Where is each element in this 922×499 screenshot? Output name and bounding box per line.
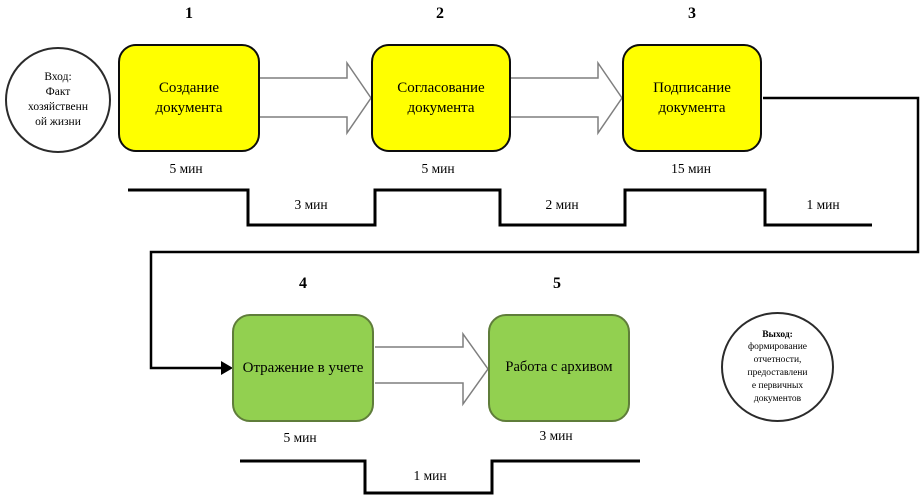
step-4-label: Отражение в учете (242, 359, 364, 376)
input-node-text: ой жизни (35, 115, 81, 128)
connector-step3-to-step4 (149, 96, 920, 370)
step-1-number: 1 (185, 5, 193, 22)
step-2-label: Согласование документа (397, 79, 485, 116)
step-1-box: Создание документа (118, 44, 260, 152)
step-5-box: Работа с архивом (488, 314, 630, 422)
idle-duration-2-3: 2 мин (545, 197, 579, 212)
flow-arrow-step4-step5 (375, 331, 489, 407)
step-3-label: Подписание документа (653, 79, 731, 116)
output-node-text: формирование (747, 342, 808, 353)
arrowhead-icon (221, 361, 233, 375)
step-4-number: 4 (299, 275, 307, 292)
step-5-label: Работа с архивом (505, 359, 613, 376)
step-4-box: Отражение в учете (232, 314, 374, 422)
flow-arrow-step1-step2 (260, 60, 372, 136)
timeline-top-row (128, 188, 872, 227)
idle-duration-after-3: 1 мин (806, 197, 840, 212)
step-4-duration: 5 мин (283, 430, 317, 445)
output-node: Выход: формирование отчетности, предоста… (721, 312, 834, 422)
output-node-text: Выход: (762, 329, 793, 340)
step-5-duration: 3 мин (539, 428, 573, 443)
step-1-label: Создание документа (155, 79, 223, 116)
output-node-text: документов (753, 393, 802, 404)
input-node-text: Вход: (44, 71, 72, 84)
flow-arrow-step2-step3 (511, 60, 623, 136)
step-1-duration: 5 мин (169, 161, 203, 176)
output-node-text: предоставлени (747, 368, 808, 378)
input-node: Вход: Факт хозяйственн ой жизни (5, 47, 111, 153)
output-node-text: е первичных (751, 380, 804, 391)
step-3-box: Подписание документа (622, 44, 762, 152)
timeline-bottom-row (240, 459, 640, 495)
step-3-duration: 15 мин (671, 161, 711, 176)
step-2-box: Согласование документа (371, 44, 511, 152)
output-node-text: отчетности, (753, 355, 802, 366)
step-2-number: 2 (436, 5, 444, 22)
input-node-text: хозяйственн (28, 101, 88, 113)
step-2-duration: 5 мин (421, 161, 455, 176)
idle-duration-1-2: 3 мин (294, 197, 328, 212)
step-5-number: 5 (553, 275, 561, 292)
input-node-text: Факт (45, 86, 71, 99)
step-3-number: 3 (688, 5, 696, 22)
idle-duration-4-5: 1 мин (413, 468, 447, 483)
